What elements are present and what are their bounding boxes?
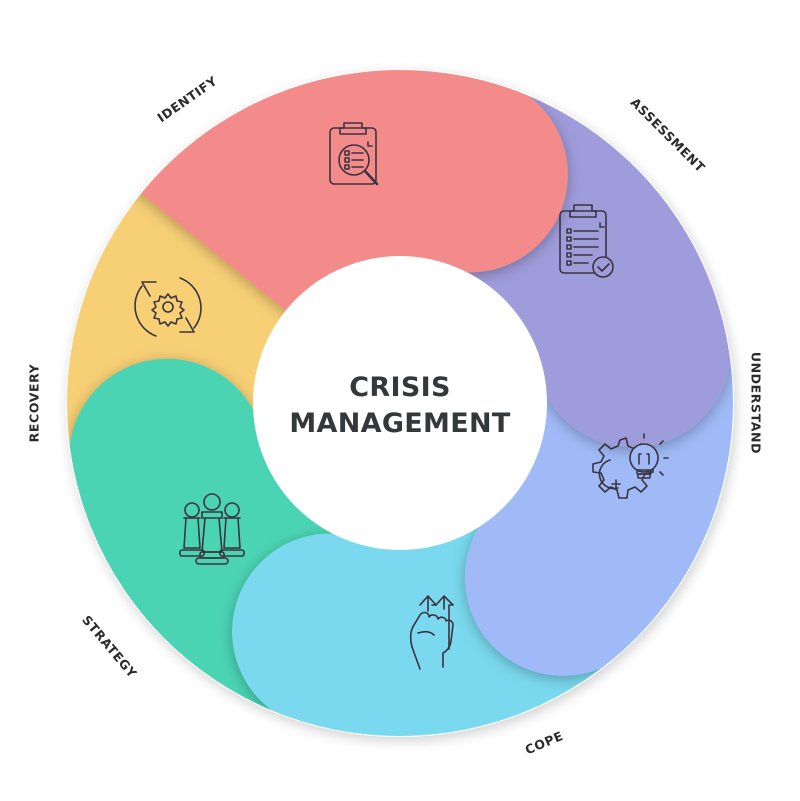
label-strategy: STRATEGY — [79, 612, 140, 681]
segment-identify-lobe — [371, 76, 568, 273]
clipboard-check-icon — [559, 204, 614, 278]
label-assessment: ASSESSMENT — [628, 95, 709, 176]
segment-assessment-lobe — [534, 251, 731, 448]
gear-lightbulb-icon — [592, 433, 669, 499]
label-recovery: RECOVERY — [27, 363, 42, 442]
center-circle — [253, 256, 547, 550]
center-title-line1: CRISIS — [349, 372, 450, 403]
center-title: CRISIS MANAGEMENT — [289, 372, 510, 439]
cycle-gear-icon — [134, 277, 202, 337]
segment-understand-lobe — [464, 479, 661, 676]
label-cope: COPE — [523, 728, 566, 757]
center-title-line2: MANAGEMENT — [289, 408, 510, 439]
segment-cope-lobe — [232, 533, 429, 730]
chess-pawns-icon — [179, 493, 245, 565]
segment-strategy-lobe — [69, 358, 266, 555]
clipboard-search-icon — [329, 122, 379, 186]
label-understand: UNDERSTAND — [749, 352, 764, 454]
label-identify: IDENTIFY — [154, 73, 220, 125]
fist-arrows-up-icon — [409, 595, 454, 670]
